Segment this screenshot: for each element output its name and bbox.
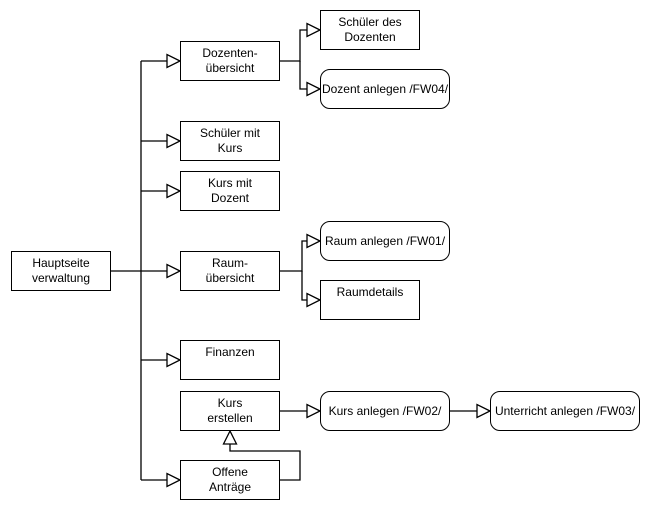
node-label-line: Dozenten- <box>202 46 258 60</box>
node-label-line: Raum anlegen /FW01/ <box>324 233 446 248</box>
node-label-line: Raumdetails <box>336 285 404 299</box>
arrowhead-right-icon <box>166 183 182 199</box>
connector-kursanlegen-unterrichtanlegen <box>450 403 492 419</box>
node-label-line: Hauptseite <box>32 256 90 270</box>
node-unterricht-anlegen-fw03: Unterricht anlegen /FW03/ <box>490 391 640 431</box>
node-kurs-mit-dozent: Kurs mit Dozent <box>180 171 280 211</box>
node-label-line: Kurs anlegen /FW02/ <box>328 403 442 418</box>
connector-trunk-offeneantraege <box>141 472 182 488</box>
node-schueler-mit-kurs: Schüler mit Kurs <box>180 121 280 161</box>
node-offene-antraege: Offene Anträge <box>180 460 280 500</box>
arrowhead-right-icon <box>476 403 492 419</box>
connector-raum-children <box>280 233 322 308</box>
arrowhead-right-icon <box>306 403 322 419</box>
arrowhead-right-icon <box>166 133 182 149</box>
node-label-line: übersicht <box>205 61 255 75</box>
arrowhead-right-icon <box>306 233 322 249</box>
connector-trunk-schuelermitkurs <box>141 133 182 149</box>
connector-trunk-dozentenuebersicht <box>141 53 182 69</box>
arrowhead-right-icon <box>306 292 322 308</box>
node-kurs-anlegen-fw02: Kurs anlegen /FW02/ <box>320 391 450 431</box>
arrowhead-right-icon <box>306 81 322 97</box>
arrowhead-right-icon <box>306 22 322 38</box>
arrowhead-right-icon <box>166 53 182 69</box>
node-label-line: Raum- <box>211 256 248 270</box>
node-raum-anlegen-fw01: Raum anlegen /FW01/ <box>320 221 450 261</box>
node-finanzen: Finanzen <box>180 340 280 380</box>
connector-hauptseite-raumuebersicht <box>111 263 182 279</box>
connector-trunk-finanzen <box>141 352 182 368</box>
node-label-line: Kurs mit <box>207 176 252 190</box>
node-raumdetails: Raumdetails <box>320 280 420 320</box>
arrowhead-up-icon <box>222 429 238 445</box>
connector-kurserstellen-kursanlegen <box>280 403 322 419</box>
connector-trunk-kursmitdozent <box>141 183 182 199</box>
node-label-line: Schüler mit <box>199 126 261 140</box>
connector-dozenten-children <box>280 22 322 97</box>
node-label-line: Dozent <box>210 191 250 205</box>
node-label-line: Kurs <box>217 396 243 410</box>
node-label-line: verwaltung <box>31 271 91 285</box>
node-label-line: Finanzen <box>205 345 255 359</box>
arrowhead-right-icon <box>166 472 182 488</box>
node-schueler-des-dozenten: Schüler des Dozenten <box>320 10 420 50</box>
node-label-line: übersicht <box>205 271 255 285</box>
node-label-line: Kurs <box>217 141 243 155</box>
node-label-line: Dozenten <box>344 30 396 44</box>
arrowhead-right-icon <box>166 352 182 368</box>
node-label-line: Schüler des <box>338 15 402 29</box>
node-dozenten-uebersicht: Dozenten- übersicht <box>180 41 280 81</box>
node-kurs-erstellen: Kurs erstellen <box>180 391 280 431</box>
arrowhead-right-icon <box>166 263 182 279</box>
node-label-line: erstellen <box>207 411 253 425</box>
node-label-line: Offene <box>212 465 248 479</box>
connector-offeneantraege-kurserstellen <box>222 429 301 481</box>
node-label-line: Dozent anlegen /FW04/ <box>321 81 449 96</box>
node-label-line: Unterricht anlegen /FW03/ <box>494 403 636 418</box>
node-raum-uebersicht: Raum- übersicht <box>180 251 280 291</box>
node-hauptseite-verwaltung: Hauptseite verwaltung <box>11 251 111 291</box>
node-dozent-anlegen-fw04: Dozent anlegen /FW04/ <box>320 69 450 109</box>
node-label-line: Anträge <box>208 480 252 494</box>
